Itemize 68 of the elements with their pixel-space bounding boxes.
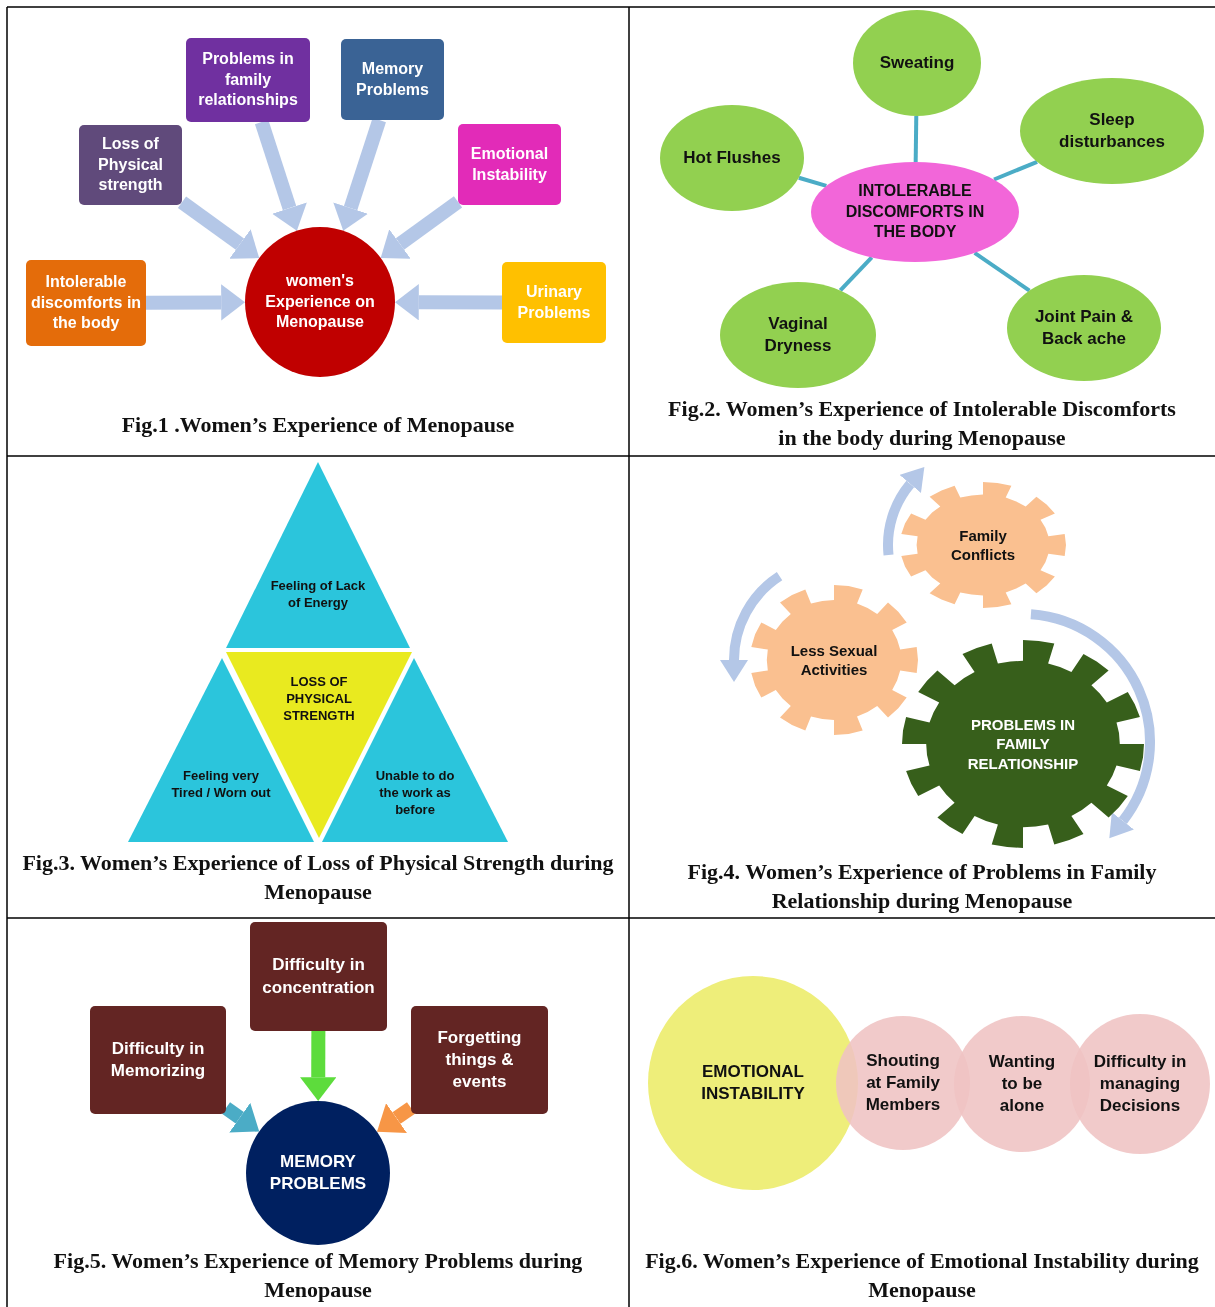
gear-shape <box>750 585 918 735</box>
gear-shape <box>900 482 1066 608</box>
node-label: Difficulty in concentration <box>261 954 376 999</box>
topic-box <box>79 125 182 205</box>
topic-box <box>90 1006 226 1114</box>
node-label: Hot Flushes <box>682 146 782 169</box>
node-label: Joint Pain & Back ache <box>1033 305 1135 350</box>
figure-caption: Fig.4. Women’s Experience of Problems in Family Relationship during Menopause <box>686 858 1158 915</box>
node-label: Less Sexual Activities <box>789 640 879 680</box>
topic-box <box>341 39 444 120</box>
node-label: Unable to do the work as before <box>374 768 456 819</box>
node-label: Memory Problems <box>355 58 430 100</box>
node-label: LOSS OF PHYSICAL STRENGTH <box>282 674 356 725</box>
figure-caption: Fig.2. Women’s Experience of Intolerable Discomforts in the body during Menopause <box>667 395 1177 452</box>
node-label: Vaginal Dryness <box>763 312 833 357</box>
node-label: Shouting at Family Members <box>864 1049 942 1117</box>
node-label: Feeling very Tired / Worn out <box>171 768 271 802</box>
node-label: Difficulty in Memorizing <box>109 1037 207 1082</box>
topic-box <box>502 262 606 343</box>
topic-box <box>250 922 387 1031</box>
ellipse-node <box>811 162 1019 262</box>
ellipse-node <box>1007 275 1161 381</box>
block-arrow <box>177 196 260 259</box>
gear-shape <box>902 640 1144 848</box>
figure-caption: Fig.1 .Women’s Experience of Menopause <box>120 411 516 439</box>
topic-box <box>186 38 310 122</box>
connector-line <box>838 256 874 292</box>
topic-box <box>458 124 561 205</box>
circle-node <box>246 1101 390 1245</box>
block-arrow <box>395 284 503 321</box>
node-label: PROBLEMS IN FAMILY RELATIONSHIP <box>966 714 1080 774</box>
node-label: women's Experience on Menopause <box>265 270 375 333</box>
node-label: INTOLERABLE DISCOMFORTS IN THE BODY <box>844 180 986 243</box>
node-label: Sweating <box>878 51 956 74</box>
block-arrow <box>380 196 463 259</box>
node-label: Feeling of Lack of Energy <box>269 578 367 612</box>
connector-line <box>798 175 827 188</box>
node-label: Sleep disturbances <box>1058 108 1166 153</box>
node-label: EMOTIONAL INSTABILITY <box>700 1060 806 1105</box>
circle-node <box>245 227 395 377</box>
node-label: Intolerable discomforts in the body <box>29 271 143 334</box>
block-arrow <box>300 1030 337 1101</box>
topic-box <box>411 1006 548 1114</box>
ellipse-node <box>1020 78 1204 184</box>
triangle-segment <box>226 462 410 648</box>
node-label: Forgetting things & events <box>436 1026 523 1094</box>
node-label: Urinary Problems <box>516 281 592 323</box>
node-label: Loss of Physical strength <box>97 133 164 196</box>
connector-line <box>993 159 1038 182</box>
connector-line <box>973 251 1031 293</box>
block-arrow <box>145 284 245 321</box>
node-label: MEMORY PROBLEMS <box>268 1150 368 1195</box>
ellipse-node <box>853 10 981 116</box>
circle-node <box>1070 1014 1210 1154</box>
figure-caption: Fig.5. Women’s Experience of Memory Problems during Menopause <box>52 1247 584 1304</box>
block-arrow <box>377 1102 415 1133</box>
node-label: Emotional Instability <box>469 143 550 185</box>
ellipse-node <box>720 282 876 388</box>
node-label: Difficulty in managing Decisions <box>1092 1050 1188 1118</box>
node-label: Wanting to be alone <box>987 1050 1057 1118</box>
ellipse-node <box>660 105 804 211</box>
connector-line <box>913 115 919 163</box>
node-label: Family Conflicts <box>949 525 1017 565</box>
figure-caption: Fig.6. Women’s Experience of Emotional Instability during Menopause <box>644 1247 1200 1304</box>
node-label: Problems in family relationships <box>197 48 299 111</box>
block-arrow <box>221 1102 260 1133</box>
figure-caption: Fig.3. Women’s Experience of Loss of Physical Strength during Menopause <box>21 849 615 906</box>
topic-box <box>26 260 146 346</box>
